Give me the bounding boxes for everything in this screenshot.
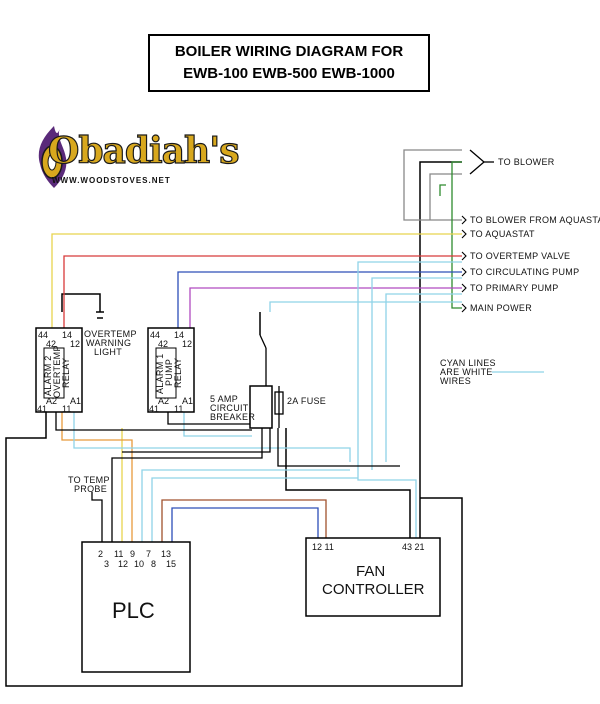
plc-bottom-pin-10: 10 bbox=[134, 559, 144, 569]
plc-bottom-pin-12: 12 bbox=[118, 559, 128, 569]
relay2-pin-a1: A1 bbox=[70, 396, 81, 406]
overtemp-light-line-2: WARNING bbox=[86, 338, 131, 348]
breaker-line-1: 5 AMP bbox=[210, 394, 238, 404]
plc-bottom-pin-3: 3 bbox=[104, 559, 109, 569]
yellow-wires bbox=[51, 233, 462, 555]
relay1-pin-11: 11 bbox=[174, 404, 183, 414]
temp-probe-line-2: PROBE bbox=[74, 484, 107, 494]
relay1-pin-a1: A1 bbox=[182, 396, 193, 406]
legend-note-line-1: CYAN LINES bbox=[440, 358, 496, 368]
output-label-main-power: MAIN POWER bbox=[470, 303, 532, 313]
brown-wires bbox=[161, 499, 327, 555]
green-wires bbox=[439, 161, 462, 309]
black-internal-wires bbox=[55, 412, 400, 555]
title-line-2: EWB-100 EWB-500 EWB-1000 bbox=[183, 65, 395, 82]
plc-module: PLC 2 11 9 7 13 3 12 10 8 15 bbox=[81, 541, 191, 673]
relay2-pin-41: 41 bbox=[37, 404, 47, 414]
overtemp-light-line-3: LIGHT bbox=[94, 347, 122, 357]
relay2-pin-42: 42 bbox=[46, 339, 56, 349]
overtemp-warning-light: OVERTEMP WARNING LIGHT bbox=[84, 311, 137, 357]
plc-top-pin-13: 13 bbox=[161, 549, 171, 559]
fan-pins-right: 43 21 bbox=[402, 542, 425, 552]
relay1-pin-a2: A2 bbox=[158, 396, 169, 406]
relay2-name-line-1: ALARM 2 bbox=[43, 355, 53, 396]
relay2-name-line-3: RELAY bbox=[61, 358, 71, 388]
logo-url: WWW.WOODSTOVES.NET bbox=[52, 176, 171, 185]
output-label-overtemp-valve: TO OVERTEMP VALVE bbox=[470, 251, 570, 261]
relay1-pin-12: 12 bbox=[182, 339, 192, 349]
logo-word: Obadiah's bbox=[47, 129, 240, 172]
output-label-circulating-pump: TO CIRCULATING PUMP bbox=[470, 267, 579, 277]
plc-top-pin-11: 11 bbox=[114, 549, 123, 559]
legend-note-line-2: ARE WHITE bbox=[440, 367, 493, 377]
obadiahs-logo: Obadiah's WWW.WOODSTOVES.NET bbox=[18, 124, 240, 196]
output-label-aquastat: TO AQUASTAT bbox=[470, 229, 535, 239]
legend-note-line-3: WIRES bbox=[440, 376, 471, 386]
blue-wires bbox=[171, 271, 462, 555]
circuit-breaker: 5 AMP CIRCUIT BREAKER bbox=[210, 334, 273, 429]
black-wires bbox=[5, 161, 463, 687]
relay2-pin-12: 12 bbox=[70, 339, 80, 349]
relay1-pin-42: 42 bbox=[158, 339, 168, 349]
gray-wires bbox=[403, 149, 462, 221]
red-wires bbox=[63, 255, 462, 328]
cyan-wires bbox=[73, 261, 544, 555]
breaker-line-3: BREAKER bbox=[210, 412, 255, 422]
fan-controller: 12 11 43 21 FAN CONTROLLER bbox=[305, 537, 441, 617]
relay2-pin-a2: A2 bbox=[46, 396, 57, 406]
relay1-name-line-2: PUMP bbox=[164, 359, 174, 386]
fuse-label: 2A FUSE bbox=[287, 396, 326, 406]
fan-label-line-2: CONTROLLER bbox=[322, 581, 425, 598]
output-label-blower-aquastat: TO BLOWER FROM AQUASTAT bbox=[470, 215, 600, 225]
relay2-pin-11: 11 bbox=[62, 404, 71, 414]
relay1-pin-44: 44 bbox=[150, 330, 160, 340]
title-box: BOILER WIRING DIAGRAM FOR EWB-100 EWB-50… bbox=[148, 34, 430, 92]
title-line-1: BOILER WIRING DIAGRAM FOR bbox=[174, 43, 404, 60]
output-arrows bbox=[461, 215, 467, 313]
relay-1-pump: 44 14 42 12 A2 A1 41 11 ALARM 1 PUMP REL… bbox=[147, 327, 195, 414]
relay1-pin-41: 41 bbox=[149, 404, 159, 414]
fuse-2a: 2A FUSE bbox=[274, 386, 326, 428]
relay1-name-line-1: ALARM 1 bbox=[155, 353, 165, 394]
breaker-line-2: CIRCUIT bbox=[210, 403, 249, 413]
relay2-pin-44: 44 bbox=[38, 330, 48, 340]
fan-label-line-1: FAN bbox=[356, 563, 385, 580]
relay2-name-line-2: OVERTEMP bbox=[52, 345, 62, 398]
plc-top-pin-9: 9 bbox=[130, 549, 135, 559]
relay1-name-line-3: RELAY bbox=[173, 358, 183, 388]
fan-pins-left: 12 11 bbox=[312, 542, 334, 552]
relay1-pin-14: 14 bbox=[174, 330, 184, 340]
relay2-pin-14: 14 bbox=[62, 330, 72, 340]
plc-top-pin-7: 7 bbox=[146, 549, 151, 559]
purple-wires bbox=[189, 287, 462, 328]
output-label-primary-pump: TO PRIMARY PUMP bbox=[470, 283, 559, 293]
output-blower-arrow bbox=[469, 149, 494, 175]
plc-top-pin-2: 2 bbox=[98, 549, 103, 559]
plc-bottom-pin-15: 15 bbox=[166, 559, 176, 569]
plc-label: PLC bbox=[112, 598, 155, 623]
relay-2-overtemp: 44 14 42 12 A2 A1 41 11 ALARM 2 OVERTEMP… bbox=[35, 327, 83, 414]
flame-icon bbox=[38, 126, 67, 188]
overtemp-light-line-1: OVERTEMP bbox=[84, 329, 137, 339]
temp-probe-line-1: TO TEMP bbox=[68, 475, 110, 485]
plc-bottom-pin-8: 8 bbox=[151, 559, 156, 569]
orange-wires bbox=[61, 412, 133, 555]
output-label-blower: TO BLOWER bbox=[498, 157, 555, 167]
